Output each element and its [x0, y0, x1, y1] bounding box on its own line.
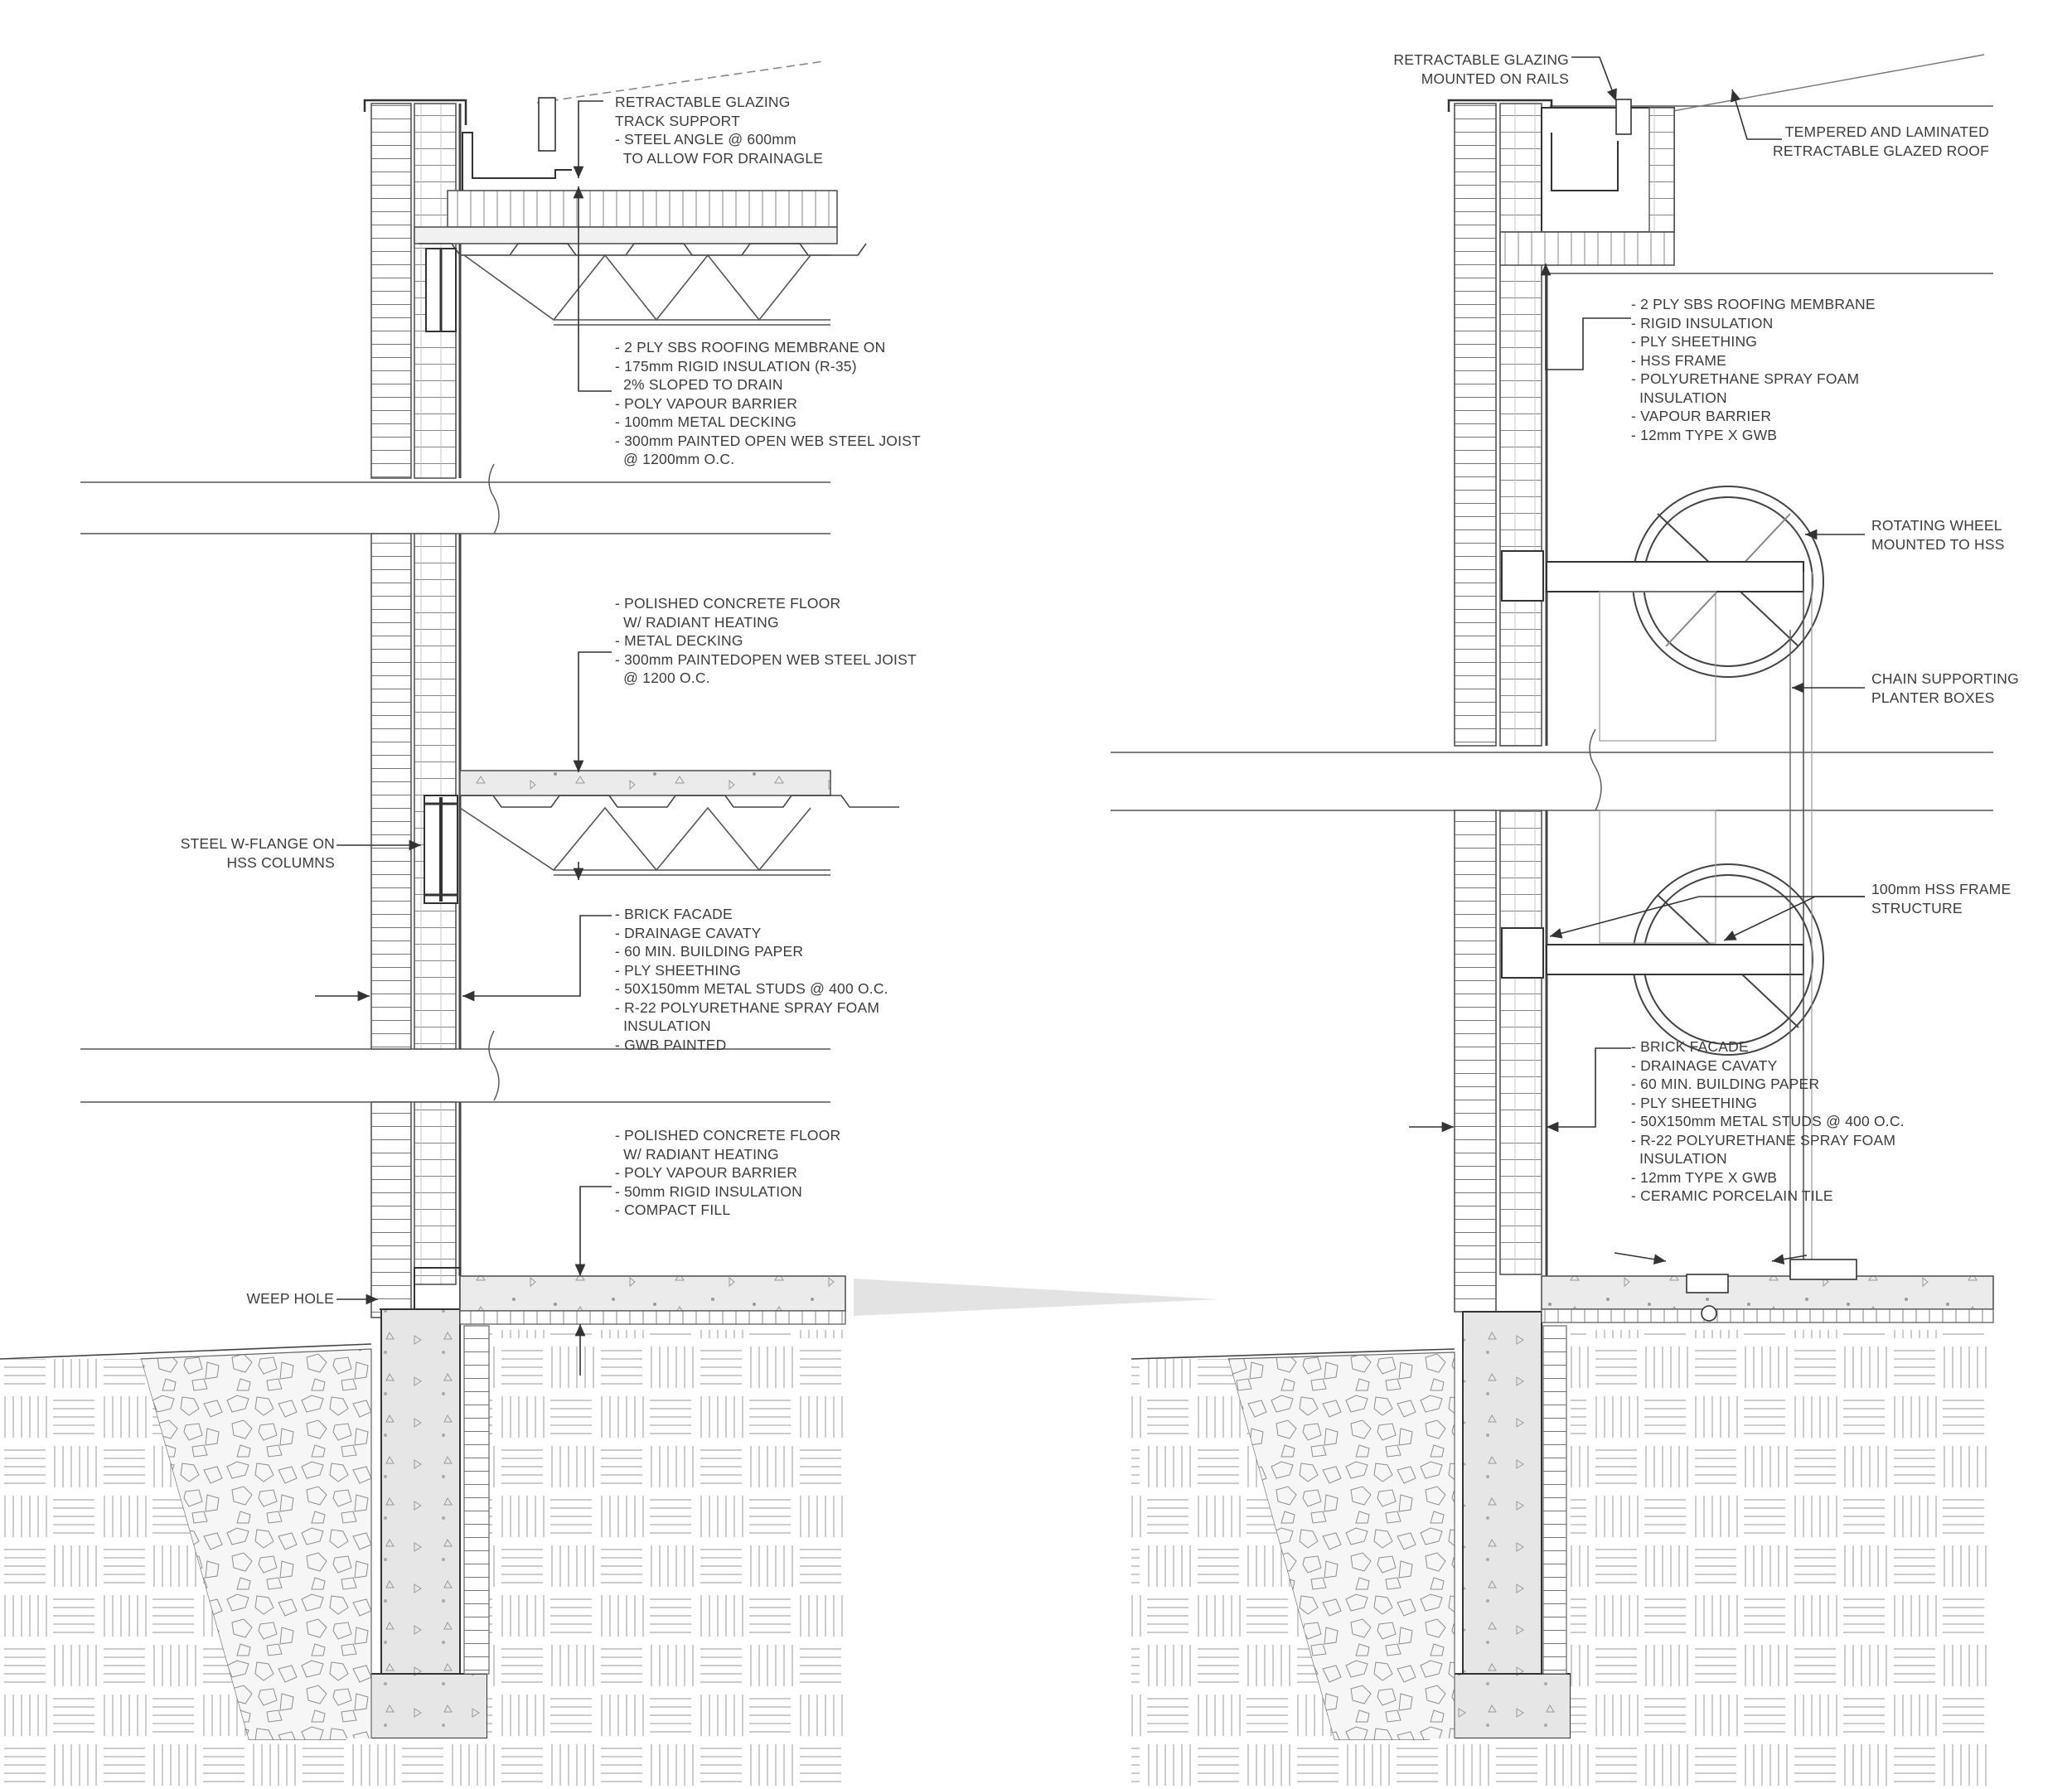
text-line: - GWB PAINTED: [615, 1036, 727, 1053]
text-line: - CERAMIC PORCELAIN TILE: [1631, 1187, 1833, 1204]
text-line: @ 1200 O.C.: [615, 670, 710, 686]
text-line: - POLISHED CONCRETE FLOOR: [615, 1127, 841, 1144]
text-line: - PLY SHEETHING: [615, 961, 742, 979]
text-line: - 2 PLY SBS ROOFING MEMBRANE ON: [615, 339, 886, 355]
text-line: - 300mm PAINTEDOPEN WEB STEEL JOIST: [615, 650, 917, 668]
label-weep-hole: WEEP HOLE: [215, 1289, 334, 1308]
label-glazed-roof: TEMPERED AND LAMINATED RETRACTABLE GLAZE…: [1757, 123, 1989, 160]
label-chain-planter: CHAIN SUPPORTING PLANTER BOXES: [1871, 670, 2019, 707]
label-wall-assembly-right: - BRICK FACADE - DRAINAGE CAVATY - 60 MI…: [1631, 1037, 1905, 1206]
text-line: - 175mm RIGID INSULATION (R-35): [615, 357, 857, 375]
label-steel-w-flange: STEEL W-FLANGE ON HSS COLUMNS: [162, 834, 335, 872]
text-line: - R-22 POLYURETHANE SPRAY FOAM: [615, 998, 880, 1016]
text-line: MOUNTED ON RAILS: [1421, 70, 1569, 87]
text-line: - 60 MIN. BUILDING PAPER: [1631, 1076, 1820, 1092]
roof-open-web-joist: [460, 254, 830, 326]
text-line: - 2 PLY SBS ROOFING MEMBRANE: [1631, 296, 1876, 312]
label-rotating-wheel: ROTATING WHEEL MOUNTED TO HSS: [1871, 516, 2005, 554]
right-section: [1111, 54, 1994, 1789]
text-line: W/ RADIANT HEATING: [615, 1145, 779, 1163]
text-line: - 12mm TYPE X GWB: [1631, 426, 1778, 443]
text-line: - R-22 POLYURETHANE SPRAY FOAM: [1631, 1131, 1896, 1148]
text-line: RETRACTABLE GLAZING: [1393, 51, 1569, 68]
text-line: - COMPACT FILL: [615, 1202, 731, 1218]
text-line: INSULATION: [1631, 1150, 1727, 1167]
text-line: TEMPERED AND LAMINATED: [1784, 123, 1989, 140]
text-line: CHAIN SUPPORTING: [1871, 670, 2019, 687]
text-line: PLANTER BOXES: [1871, 689, 1995, 706]
text-line: @ 1200mm O.C.: [615, 451, 735, 467]
label-glazing-rails: RETRACTABLE GLAZING MOUNTED ON RAILS: [1359, 51, 1569, 88]
text-line: - BRICK FACADE: [615, 906, 733, 922]
section-link-wedge: [854, 1279, 1218, 1316]
label-glazing-track-support: RETRACTABLE GLAZING TRACK SUPPORT - STEE…: [615, 93, 823, 167]
text-line: 2% SLOPED TO DRAIN: [615, 376, 783, 393]
text-line: - HSS FRAME: [1631, 351, 1726, 369]
text-line: - VAPOUR BARRIER: [1631, 408, 1772, 424]
text-line: - PLY SHEETHING: [1631, 1094, 1758, 1111]
text-line: ROTATING WHEEL: [1871, 517, 2002, 534]
label-roof-assembly-left: - 2 PLY SBS ROOFING MEMBRANE ON - 175mm …: [615, 338, 921, 469]
text-line: WEEP HOLE: [246, 1290, 334, 1307]
text-line: - POLY VAPOUR BARRIER: [615, 394, 798, 412]
text-line: RETRACTABLE GLAZED ROOF: [1773, 142, 1989, 159]
text-line: - POLISHED CONCRETE FLOOR: [615, 595, 841, 612]
text-line: W/ RADIANT HEATING: [615, 613, 779, 631]
text-line: INSULATION: [1631, 389, 1727, 406]
text-line: 100mm HSS FRAME: [1871, 881, 2011, 897]
text-line: RETRACTABLE GLAZING: [615, 94, 791, 110]
label-slab-assembly: - POLISHED CONCRETE FLOOR W/ RADIANT HEA…: [615, 1126, 840, 1220]
text-line: - 12mm TYPE X GWB: [1631, 1168, 1778, 1186]
text-line: - DRAINAGE CAVATY: [615, 924, 762, 941]
text-line: STRUCTURE: [1871, 899, 1963, 916]
left-w-flange-column: [424, 795, 458, 904]
label-hss-frame: 100mm HSS FRAME STRUCTURE: [1871, 880, 2011, 917]
left-section: [0, 60, 899, 1789]
text-line: - METAL DECKING: [615, 632, 743, 649]
label-floor-assembly: - POLISHED CONCRETE FLOOR W/ RADIANT HEA…: [615, 594, 917, 688]
floor-open-web-joist: [459, 806, 830, 876]
text-line: STEEL W-FLANGE ON: [180, 835, 335, 852]
label-wall-assembly-left: - BRICK FACADE - DRAINAGE CAVATY - 60 MI…: [615, 905, 888, 1054]
text-line: - POLY VAPOUR BARRIER: [615, 1164, 798, 1181]
text-line: INSULATION: [615, 1018, 711, 1034]
text-line: - POLYURETHANE SPRAY FOAM: [1631, 370, 1860, 387]
text-line: - PLY SHEETHING: [1631, 333, 1758, 350]
text-line: TRACK SUPPORT: [615, 112, 741, 129]
text-line: - BRICK FACADE: [1631, 1038, 1749, 1055]
text-line: - 50X150mm METAL STUDS @ 400 O.C.: [1631, 1113, 1905, 1129]
text-line: MOUNTED TO HSS: [1871, 535, 2005, 553]
text-line: - DRAINAGE CAVATY: [1631, 1056, 1778, 1074]
text-line: HSS COLUMNS: [226, 853, 335, 871]
text-line: - STEEL ANGLE @ 600mm: [615, 131, 796, 147]
text-line: - 50X150mm METAL STUDS @ 400 O.C.: [615, 980, 888, 997]
text-line: TO ALLOW FOR DRAINAGLE: [615, 149, 824, 167]
text-line: - 300mm PAINTED OPEN WEB STEEL JOIST: [615, 432, 921, 449]
text-line: - 50mm RIGID INSULATION: [615, 1182, 802, 1200]
label-roof-assembly-right: - 2 PLY SBS ROOFING MEMBRANE - RIGID INS…: [1631, 295, 1876, 444]
text-line: - 60 MIN. BUILDING PAPER: [615, 943, 804, 960]
text-line: - RIGID INSULATION: [1631, 314, 1774, 331]
text-line: - 100mm METAL DECKING: [615, 413, 797, 430]
leader-lines: [315, 56, 1865, 1376]
